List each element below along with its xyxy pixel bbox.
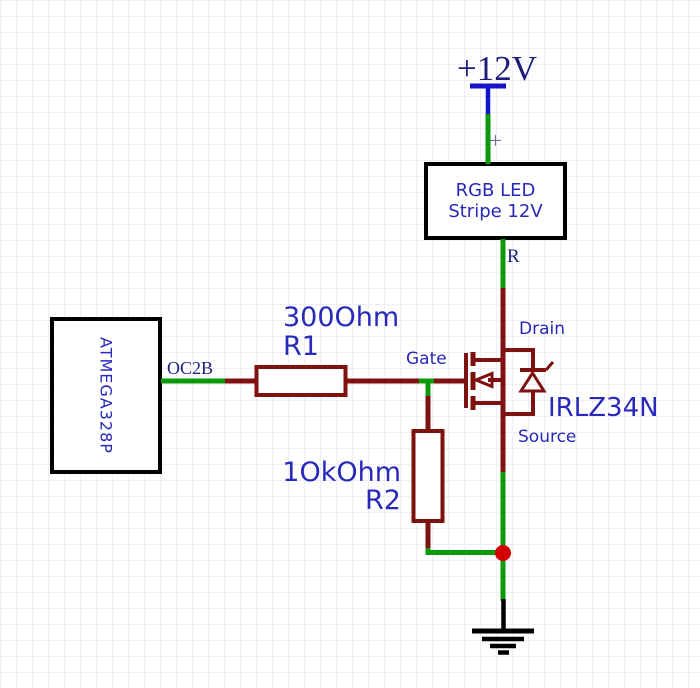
r2-value-label: 1OkOhm xyxy=(282,457,401,488)
led-r-pin-label: R xyxy=(507,246,520,267)
r1-designator-label: R1 xyxy=(283,331,319,362)
power-12v-label: +12V xyxy=(456,49,537,88)
r2-label-block: 1OkOhm R2 xyxy=(240,459,401,515)
mosfet-gate-label: Gate xyxy=(406,349,447,369)
mcu-name-label: ATMEGA328P xyxy=(96,337,116,454)
body-diode-symbol xyxy=(505,348,555,416)
led-strip-name-line2: Stripe 12V xyxy=(448,201,543,222)
diode-top-branch xyxy=(505,348,535,368)
mosfet-source-label: Source xyxy=(518,427,577,447)
junction-dot xyxy=(495,545,511,561)
led-plus-pin-label: + xyxy=(489,128,502,153)
wire-r2-to-source-node xyxy=(425,548,500,555)
r2-designator-label: R2 xyxy=(365,485,401,516)
mosfet-drain-label: Drain xyxy=(519,319,565,339)
diode-cathode-tick xyxy=(544,361,555,371)
resistor-r2-body xyxy=(411,429,445,523)
r1-label-block: 300Ohm R1 xyxy=(283,303,399,361)
power-flag-12v-icon xyxy=(470,83,506,116)
mosfet-symbol xyxy=(464,352,505,410)
mosfet-part-label: IRLZ34N xyxy=(548,393,659,423)
resistor-r1-body xyxy=(254,365,348,397)
ground-symbol xyxy=(472,599,534,655)
mosfet-body-arrow-icon xyxy=(472,371,494,389)
mcu-pin-oc2b-label: OC2B xyxy=(167,358,214,378)
mcu-box: ATMEGA328P xyxy=(50,317,162,474)
led-strip-name-line1: RGB LED xyxy=(455,180,536,201)
r1-value-label: 300Ohm xyxy=(283,302,400,333)
diode-triangle xyxy=(518,370,547,393)
diode-bottom-branch xyxy=(505,391,535,416)
led-strip-box: RGB LED Stripe 12V xyxy=(424,162,567,240)
